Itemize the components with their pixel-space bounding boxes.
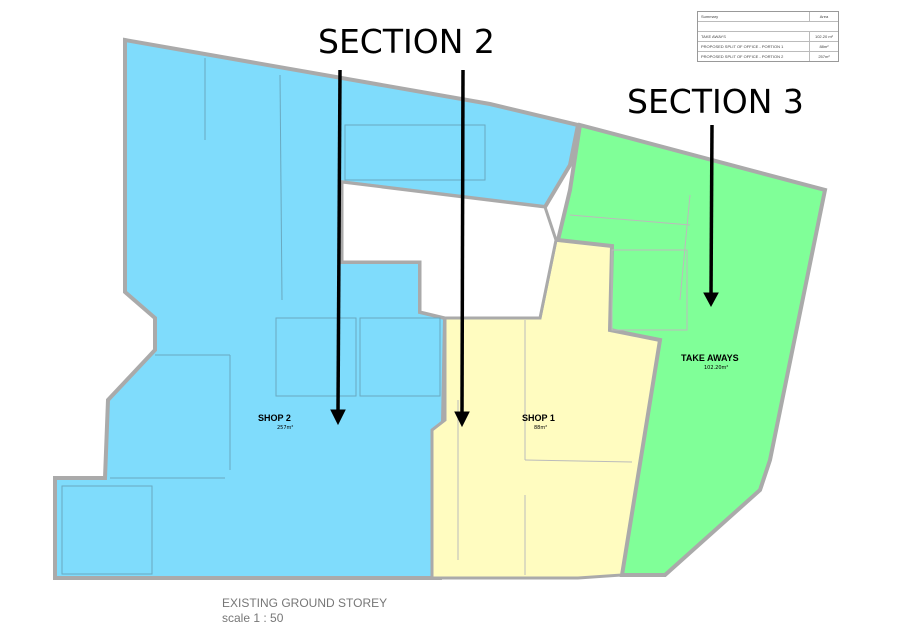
drawing-scale: scale 1 : 50 — [222, 611, 284, 625]
shop-2-name: SHOP 2 — [258, 413, 291, 423]
section-3-arrow — [703, 124, 719, 308]
section-2-arrows — [330, 69, 470, 428]
interior-walls — [61, 58, 486, 575]
shop-2-area-label: 257m² — [277, 425, 294, 431]
section-2-label: SECTION 2 — [318, 22, 495, 61]
shop-1-name: SHOP 1 — [522, 413, 555, 423]
courtyard — [340, 180, 558, 320]
take-aways-area — [555, 122, 828, 577]
drawing-title: EXISTING GROUND STOREY — [222, 596, 388, 610]
take-aways-name: TAKE AWAYS — [681, 353, 739, 363]
section-3-label: SECTION 3 — [627, 82, 804, 121]
take-aways-area-label: 102.20m² — [704, 365, 729, 371]
shop-1-area-label: 88m² — [534, 425, 548, 431]
